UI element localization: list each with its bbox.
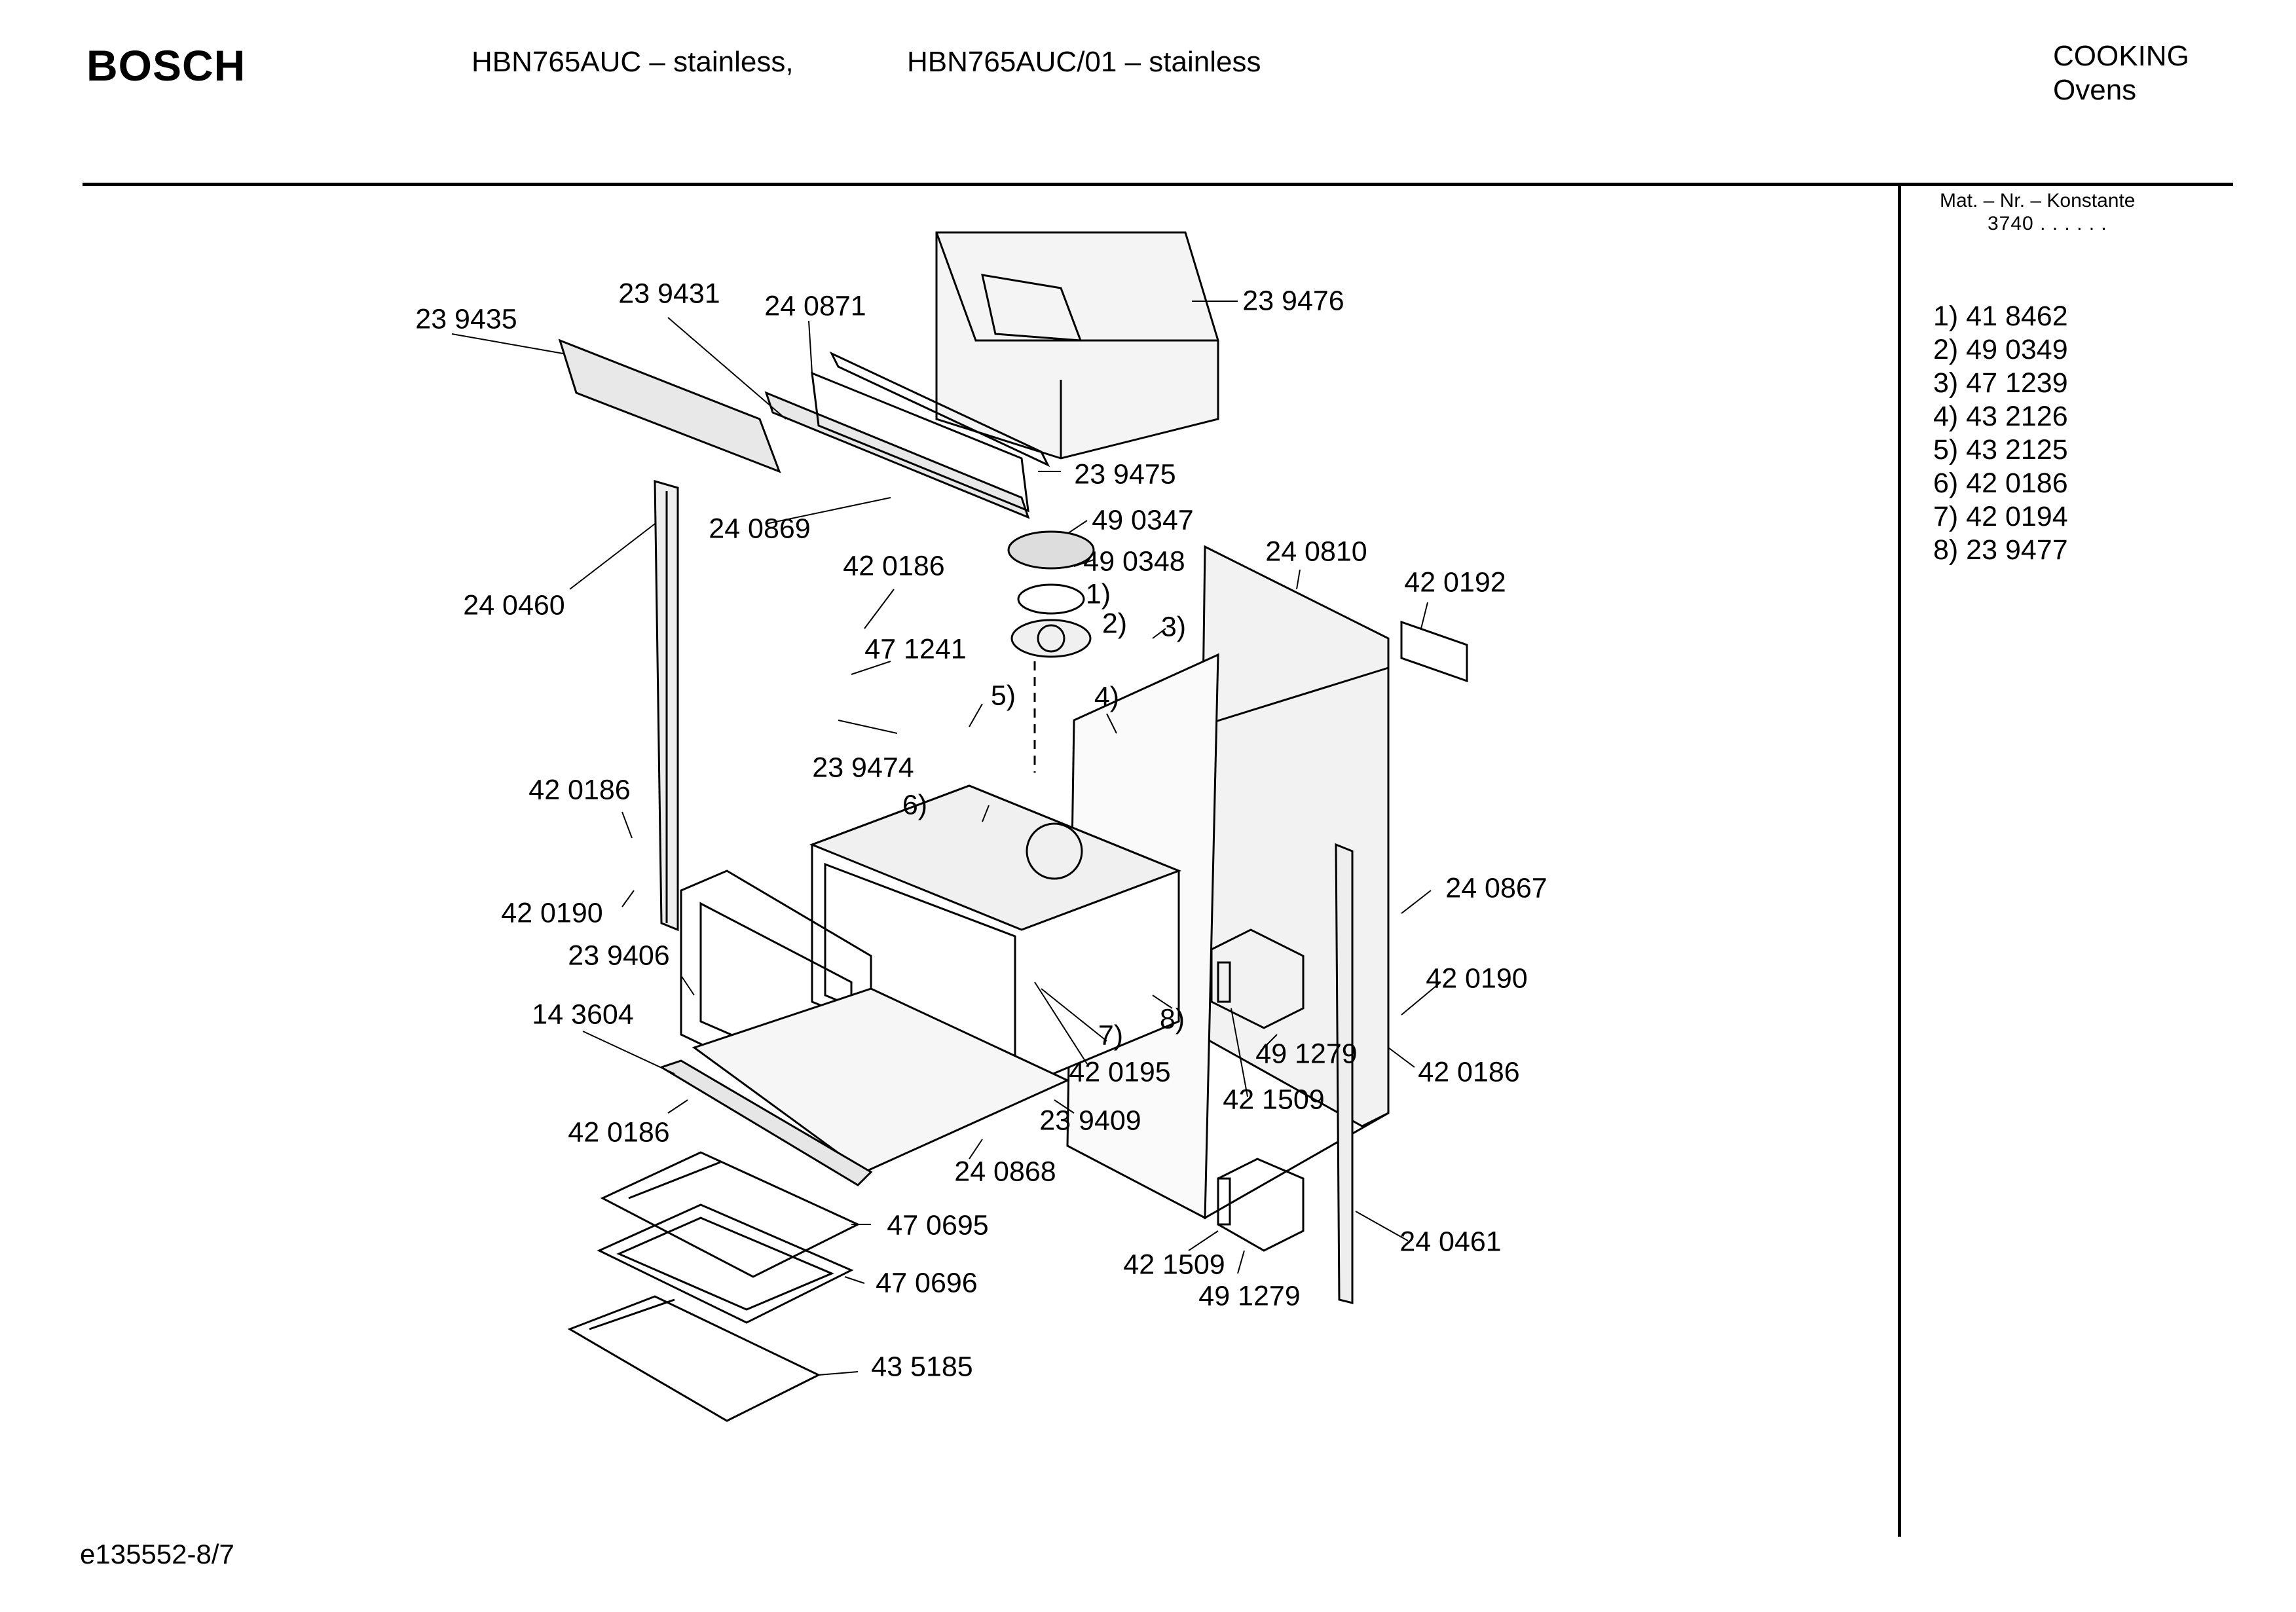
brand-logo: BOSCH — [86, 41, 246, 90]
part-label: 23 9406 — [568, 940, 670, 972]
part-label: 24 0460 — [463, 589, 565, 621]
door-hinge-upper — [1210, 928, 1305, 1029]
part-label: 24 0461 — [1399, 1226, 1502, 1258]
left-side-rail — [654, 480, 679, 932]
variant-item: 2) 49 0349 — [1933, 334, 2068, 365]
part-label: 42 0190 — [1426, 962, 1528, 995]
part-label: 49 1279 — [1255, 1038, 1358, 1070]
header-divider — [83, 183, 2233, 186]
document-code: e135552-8/7 — [80, 1539, 234, 1569]
mat-number-heading: Mat. – Nr. – Konstante — [1940, 190, 2136, 211]
variant-item: 3) 47 1239 — [1933, 367, 2068, 399]
door-hinge-lower — [1217, 1158, 1305, 1252]
part-label: 23 9474 — [812, 752, 914, 784]
part-label: 23 9476 — [1242, 285, 1344, 317]
top-trim-strips — [558, 339, 1050, 519]
part-label: 42 0192 — [1404, 566, 1506, 598]
part-label: 42 0186 — [1418, 1056, 1520, 1088]
part-label: 5) — [990, 680, 1016, 712]
part-label: 24 0871 — [764, 290, 866, 322]
part-label: 49 0347 — [1092, 504, 1194, 536]
part-label: 23 9475 — [1074, 458, 1176, 490]
part-label: 23 9431 — [618, 278, 720, 310]
part-label: 24 0869 — [709, 513, 811, 545]
rear-cabinet-top — [935, 231, 1219, 460]
part-label: 3) — [1160, 611, 1187, 643]
subcategory-line: Ovens — [2053, 74, 2137, 106]
part-label: 6) — [902, 789, 928, 821]
part-label: 42 1509 — [1123, 1249, 1225, 1281]
broil-pan — [597, 1203, 854, 1324]
part-label: 43 5185 — [871, 1351, 973, 1383]
part-label: 47 0695 — [887, 1209, 989, 1241]
part-label: 8) — [1159, 1003, 1185, 1035]
fan-assembly — [1007, 530, 1095, 773]
part-label: 42 0195 — [1069, 1056, 1171, 1088]
part-label: 42 0186 — [843, 550, 945, 582]
part-label: 24 0868 — [954, 1156, 1056, 1188]
part-label: 49 1279 — [1198, 1280, 1301, 1312]
model-number-2: HBN765AUC/01 – stainless — [907, 46, 1261, 78]
part-label: 47 0696 — [876, 1267, 978, 1299]
variant-item: 7) 42 0194 — [1933, 501, 2068, 532]
category-block: COOKING Ovens — [2053, 39, 2189, 107]
lower-trim-strip — [659, 1059, 873, 1186]
bracket-right — [1400, 620, 1468, 683]
part-label: 4) — [1094, 681, 1120, 713]
bottom-pan — [692, 987, 1070, 1173]
model-number-1: HBN765AUC – stainless, — [472, 46, 794, 78]
part-label: 23 9435 — [415, 303, 517, 335]
sidebar-divider — [1898, 183, 1901, 1537]
variant-list: 1) 41 8462 2) 49 0349 3) 47 1239 4) 43 2… — [1933, 300, 2068, 567]
part-label: 42 0186 — [528, 774, 631, 806]
oven-rack-lower — [567, 1295, 821, 1422]
variant-item: 1) 41 8462 — [1933, 301, 2068, 332]
part-label: 24 0867 — [1445, 872, 1547, 904]
part-label: 42 0190 — [501, 897, 603, 929]
mat-number-constant: 3740 . . . . . . — [1988, 213, 2107, 234]
part-label: 24 0810 — [1265, 536, 1367, 568]
part-label: 42 1509 — [1223, 1084, 1325, 1116]
part-label: 2) — [1102, 608, 1128, 640]
part-label: 23 9409 — [1039, 1105, 1141, 1137]
oven-rack-upper — [600, 1151, 861, 1278]
category-line: COOKING — [2053, 40, 2189, 72]
part-label: 49 0348 — [1083, 545, 1185, 577]
variant-item: 8) 23 9477 — [1933, 534, 2068, 566]
part-label: 47 1241 — [864, 633, 967, 665]
part-label: 7) — [1098, 1019, 1124, 1052]
variant-item: 4) 43 2126 — [1933, 401, 2068, 432]
variant-item: 6) 42 0186 — [1933, 467, 2068, 499]
variant-item: 5) 43 2125 — [1933, 434, 2068, 466]
leader-lines — [451, 301, 1441, 1376]
right-rail — [1335, 843, 1354, 1304]
part-label: 1) — [1085, 578, 1111, 610]
part-label: 14 3604 — [532, 998, 634, 1031]
part-label: 42 0186 — [568, 1116, 670, 1148]
